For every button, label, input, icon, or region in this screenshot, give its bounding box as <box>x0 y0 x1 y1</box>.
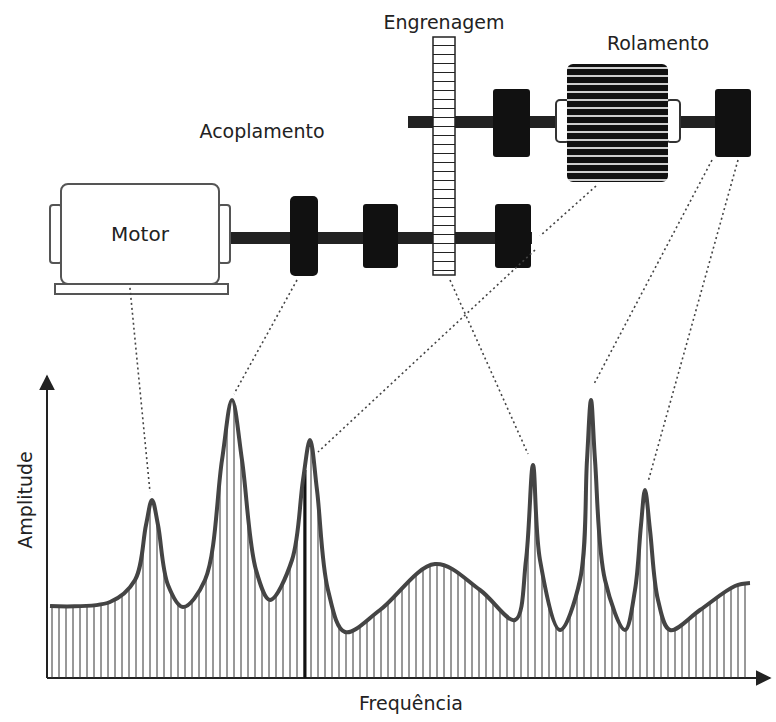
bearing-block <box>495 204 531 268</box>
spectrum-curve <box>50 400 750 632</box>
rotor <box>567 64 668 182</box>
axis-label: Amplitude <box>14 451 36 548</box>
part-label: Rolamento <box>607 32 709 54</box>
motor-box: Motor <box>60 183 220 285</box>
coupling <box>290 196 318 276</box>
axis-label: Frequência <box>359 692 463 714</box>
bearing-block <box>493 89 530 157</box>
bearing-block <box>363 204 398 268</box>
part-label: Acoplamento <box>199 120 324 142</box>
y-axis <box>46 376 48 678</box>
bearing-block <box>715 89 751 157</box>
rotor-cap <box>666 100 680 142</box>
part-label: Engrenagem <box>383 11 504 33</box>
node-text: Motor <box>111 222 169 246</box>
marker-line <box>304 470 307 678</box>
motor-base <box>55 284 228 294</box>
gear <box>433 37 455 275</box>
